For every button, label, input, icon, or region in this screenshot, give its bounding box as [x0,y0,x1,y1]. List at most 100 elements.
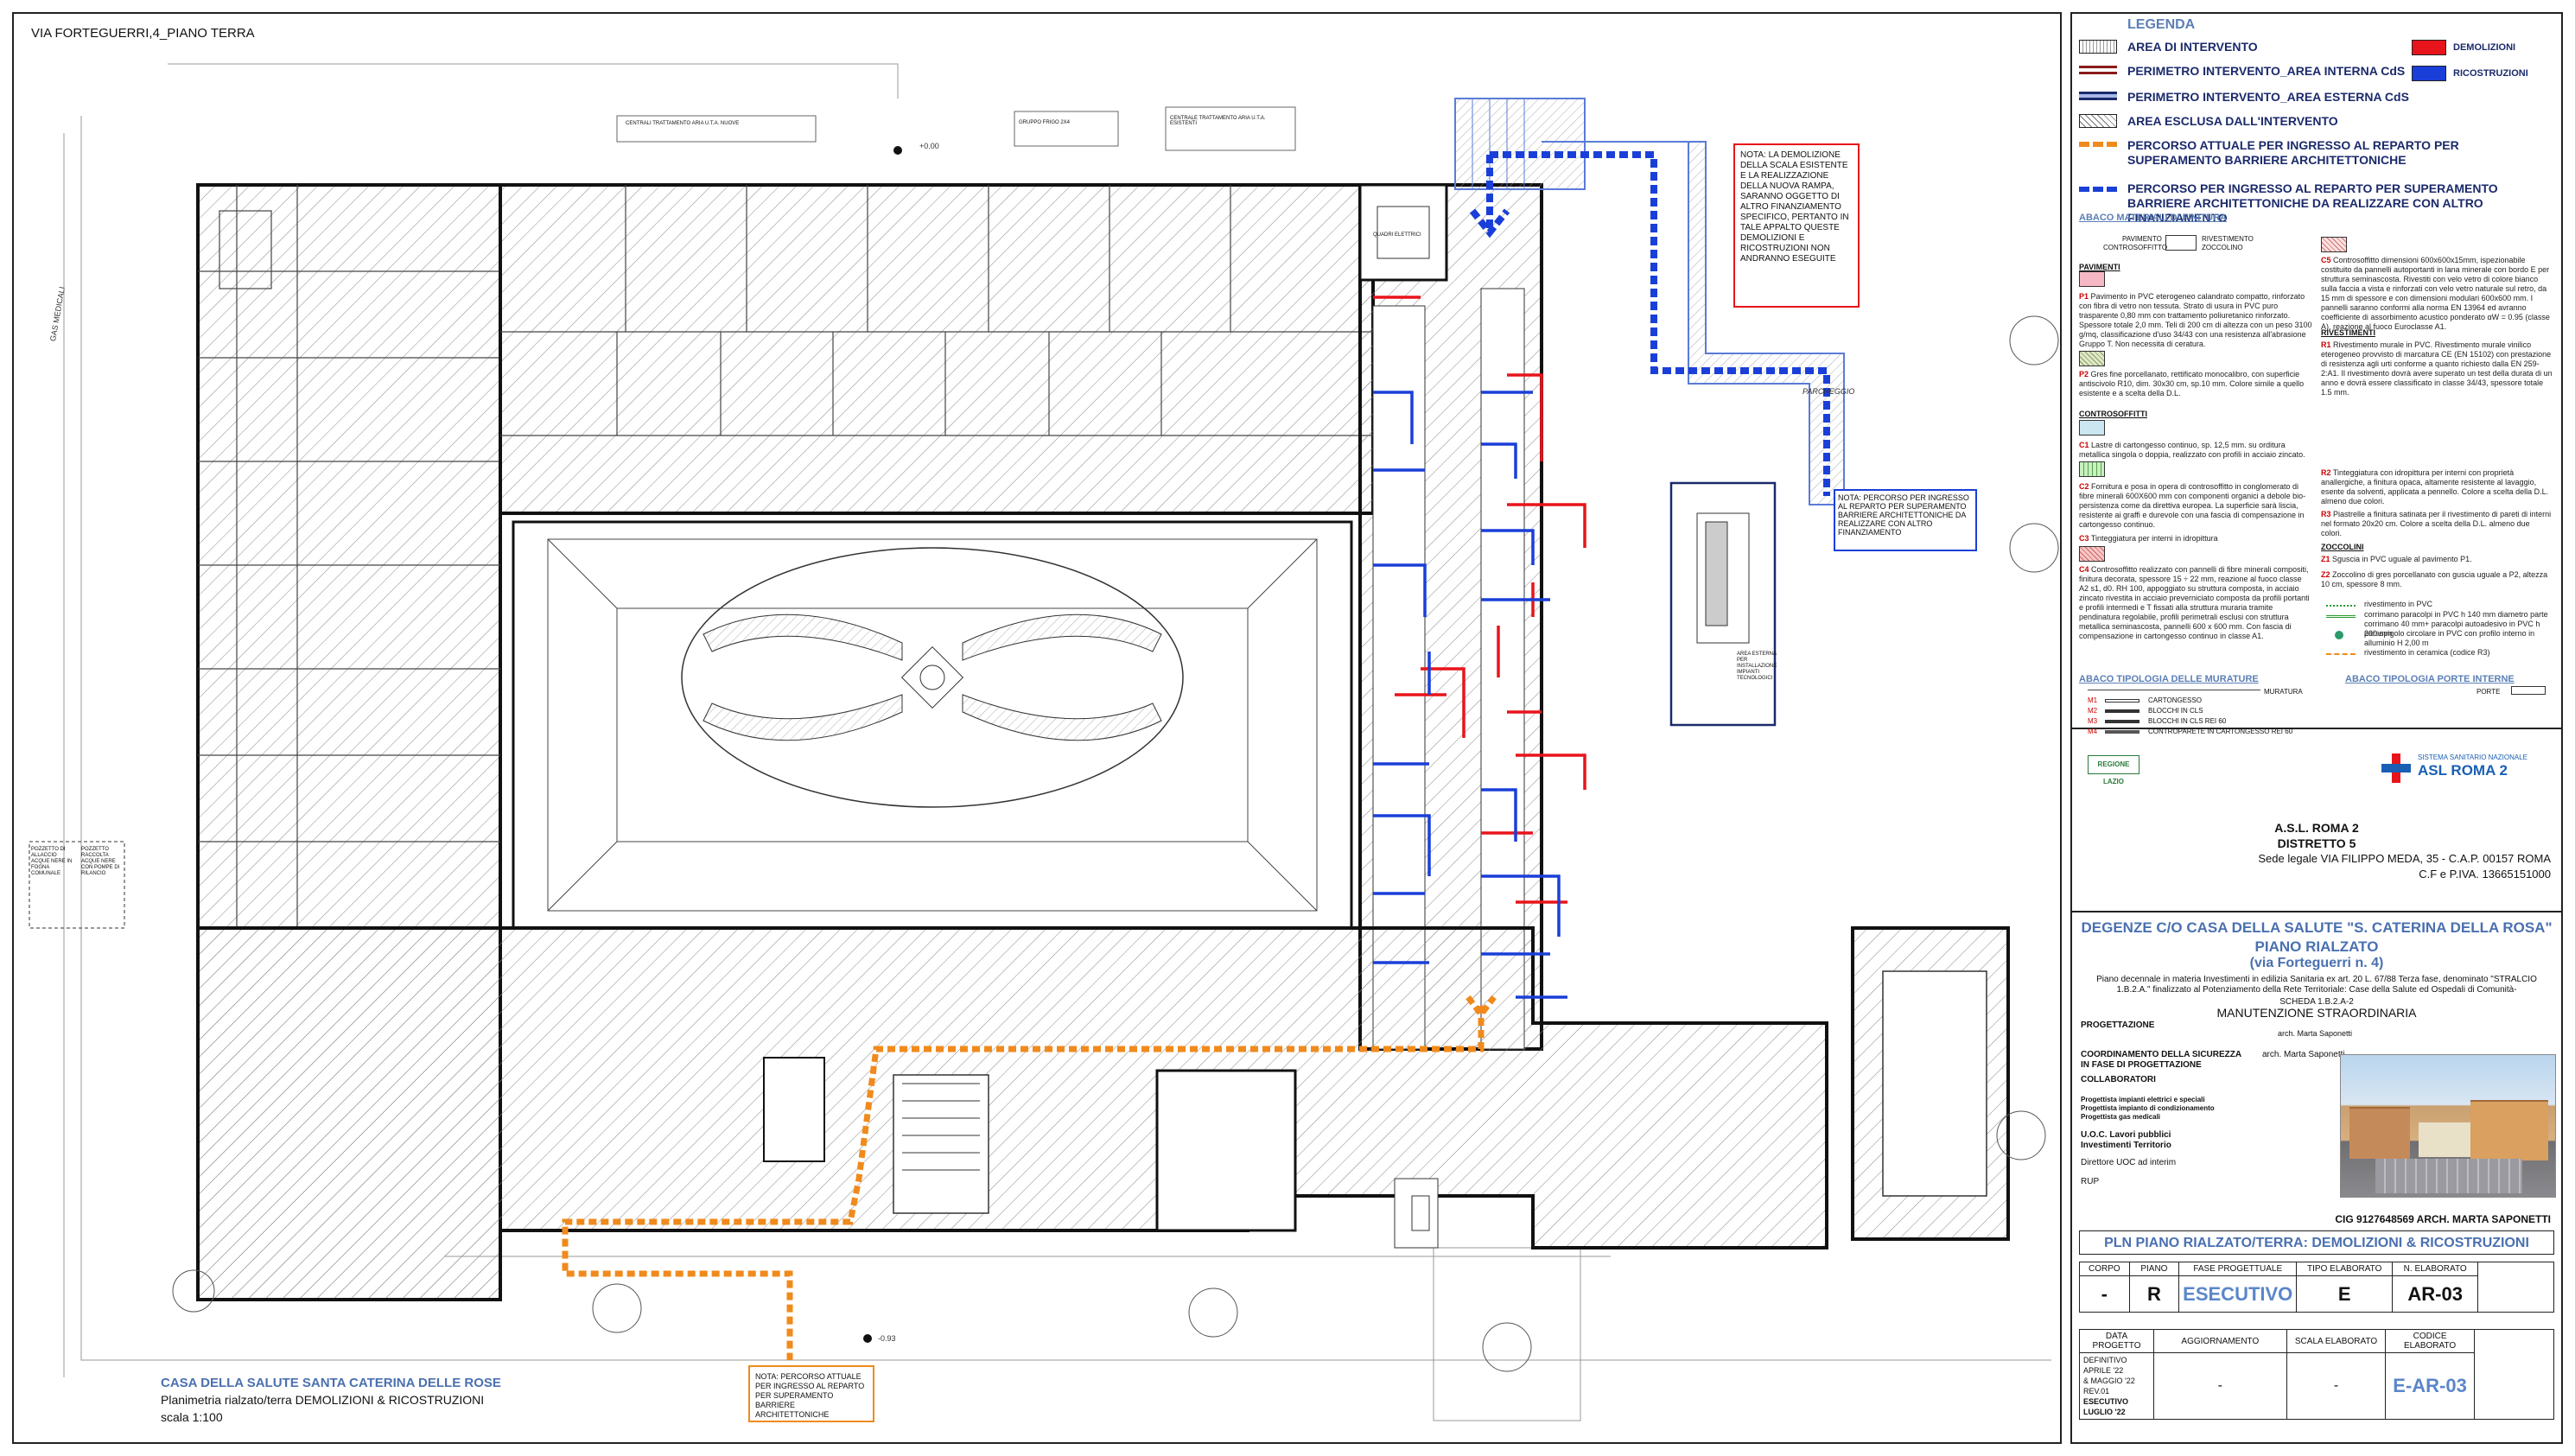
piano-decennale: Piano decennale in materia Investimenti … [2096,975,2537,995]
asl-logo-text: ASL ROMA 2 [2418,762,2508,779]
line-corrimano-swatch [2326,615,2356,618]
swatch-percorso-attuale [2079,142,2117,147]
swatch-perimetro-interno [2079,66,2117,74]
note-orange: NOTA: PERCORSO ATTUALE PER INGRESSO AL R… [748,1365,874,1422]
r2-text: R2 Tinteggiatura con idropittura per int… [2321,468,2549,505]
m1-swatch [2105,699,2139,703]
swatch-p2 [2079,351,2105,366]
hdr-tipo: TIPO ELABORATO [2296,1262,2394,1276]
val-aggiornamento: - [2153,1352,2287,1420]
fase-label: IN FASE DI PROGETTAZIONE [2081,1060,2202,1070]
elevation-bottom: -0.93 [878,1334,896,1343]
plan-frame [12,12,2062,1444]
swatch-c1 [2079,420,2105,436]
m2-code: M2 [2088,707,2098,715]
r1-text: R1 Rivestimento murale in PVC. Rivestime… [2321,340,2553,397]
site-lines [63,63,2051,1421]
trees [172,315,2059,1372]
c2-text: C2 Fornitura e posa in opera di controso… [2079,482,2306,529]
data-line-3: ESECUTIVO LUGLIO '22 [2083,1397,2129,1416]
note-red: NOTA: LA DEMOLIZIONE DELLA SCALA ESISTEN… [1733,143,1860,308]
r3-text: R3 Piastrelle a finitura satinata per il… [2321,510,2552,537]
pavimenti-head: PAVIMENTI [2079,263,2120,271]
swatch-c5 [2321,237,2347,252]
swatch-perimetro-esterno [2079,92,2117,100]
east-wing [1358,183,1543,1051]
legend-item-1: PERIMETRO INTERVENTO_AREA INTERNA CdS [2127,64,2406,78]
title-divider [2070,911,2563,912]
val-fase: ESECUTIVO [2178,1275,2298,1313]
sede-legale: Sede legale VIA FILIPPO MEDA, 35 - C.A.P… [2258,852,2551,865]
table-blank-2 [2473,1329,2555,1420]
swatch-c4 [2079,546,2105,562]
table-blank-1 [2477,1262,2554,1313]
label-quadri: QUADRI ELETTRICI [1373,232,1421,238]
legend-panel: LEGENDA AREA DI INTERVENTO PERIMETRO INT… [2070,12,2563,735]
rup-label: RUP [2081,1177,2100,1186]
swatch-percorso-futuro [2079,187,2117,192]
label-gruppo-frigo: GRUPPO FRIGO 2X4 [1019,120,1071,125]
legend-title: LEGENDA [2127,17,2196,32]
legend-item-0: AREA DI INTERVENTO [2127,40,2258,54]
m1-label: CARTONGESSO [2148,696,2202,704]
caption-scale: scala 1:100 [161,1410,223,1424]
val-numero: AR-03 [2392,1275,2479,1313]
orange-current-path [562,1006,1485,1360]
label-demolizioni: DEMOLIZIONI [2453,42,2516,53]
pln-title: PLN PIANO RIALZATO/TERRA: DEMOLIZIONI & … [2104,1236,2529,1250]
note-blue: NOTA: PERCORSO PER INGRESSO AL REPARTO P… [1834,489,1977,551]
hdr-piano: PIANO [2128,1262,2180,1276]
label-controsoffitto: CONTROSOFFITTO [2103,244,2168,251]
val-corpo: - [2079,1275,2130,1313]
distretto: DISTRETTO 5 [2277,836,2356,850]
manutenzione: MANUTENZIONE STRAORDINARIA [2216,1006,2417,1020]
m1-code: M1 [2088,696,2098,704]
data-table: DATA PROGETTO AGGIORNAMENTO SCALA ELABOR… [2078,1329,2555,1420]
label-pozzetto-1: POZZETTO DI ALLACCIO ACQUE NERE IN FOGNA… [31,847,73,876]
coordinamento-label: COORDINAMENTO DELLA SICUREZZA [2081,1050,2242,1059]
rivestimenti-head: RIVESTIMENTI [2321,328,2376,337]
val-data: DEFINITIVO APRILE '22 & MAGGIO '22 REV.0… [2078,1352,2155,1420]
val-scala: - [2286,1352,2387,1420]
direttore-label: Direttore UOC ad interim [2081,1158,2177,1167]
label-area-tech: AREA ESTERNA PER INSTALLAZIONE IMPIANTI … [1737,652,1777,681]
abaco-murature-title: ABACO TIPOLOGIA DELLE MURATURE [2079,674,2259,684]
val-piano: R [2128,1275,2180,1313]
elaborato-table: CORPO PIANO FASE PROGETTUALE TIPO ELABOR… [2079,1262,2554,1313]
scheda: SCHEDA 1.B.2.A-2 [2279,997,2354,1007]
caption-sub: Planimetria rialzato/terra DEMOLIZIONI &… [161,1393,485,1407]
swatch-area-esclusa [2079,114,2117,128]
elevation-markers [863,146,902,1343]
c1-text: C1 Lastre di cartongesso continuo, sp. 1… [2079,441,2305,459]
blue-future-path [1490,151,1830,496]
c3-text: C3 Tinteggiatura per interni in idropitt… [2079,534,2218,543]
label-rivestimento: RIVESTIMENTO [2202,235,2254,243]
hdr-data: DATA PROGETTO [2078,1329,2155,1353]
courtyard [512,520,1353,930]
line-pvc-swatch [2326,605,2356,607]
legend-item-3: AREA ESCLUSA DALL'INTERVENTO [2127,114,2338,128]
swatch-ricostruzioni [2412,66,2446,81]
address-label: VIA FORTEGUERRI,4_PIANO TERRA [31,26,255,41]
m2-swatch [2105,709,2139,713]
progettazione-label: PROGETTAZIONE [2081,1020,2155,1030]
plan-drawing [29,63,2059,1421]
line-ceramica-swatch [2326,653,2356,655]
swatch-p1 [2079,271,2105,287]
asl-cross-icon [2381,753,2411,783]
asl-name: A.S.L. ROMA 2 [2274,821,2359,835]
label-muratura: MURATURA [2264,688,2303,696]
caption-title: CASA DELLA SALUTE SANTA CATERINA DELLE R… [161,1376,501,1390]
codice-fiscale: C.F e P.IVA. 13665151000 [2419,868,2551,881]
label-parcheggio: PARCHEGGIO [1802,387,1855,396]
label-pavimento: PAVIMENTO [2122,235,2162,243]
coordinamento-name: arch. Marta Saponetti [2262,1050,2345,1059]
progettista: arch. Marta Saponetti [2278,1029,2353,1038]
zoccolini-head: ZOCCOLINI [2321,543,2364,551]
z1-text: Z1 Sguscia in PVC uguale al pavimento P1… [2321,555,2472,563]
label-ricostruzioni: RICOSTRUZIONI [2453,68,2528,79]
m3-code: M3 [2088,717,2098,725]
building-photo [2340,1054,2556,1198]
porte-symbol [2511,686,2546,695]
